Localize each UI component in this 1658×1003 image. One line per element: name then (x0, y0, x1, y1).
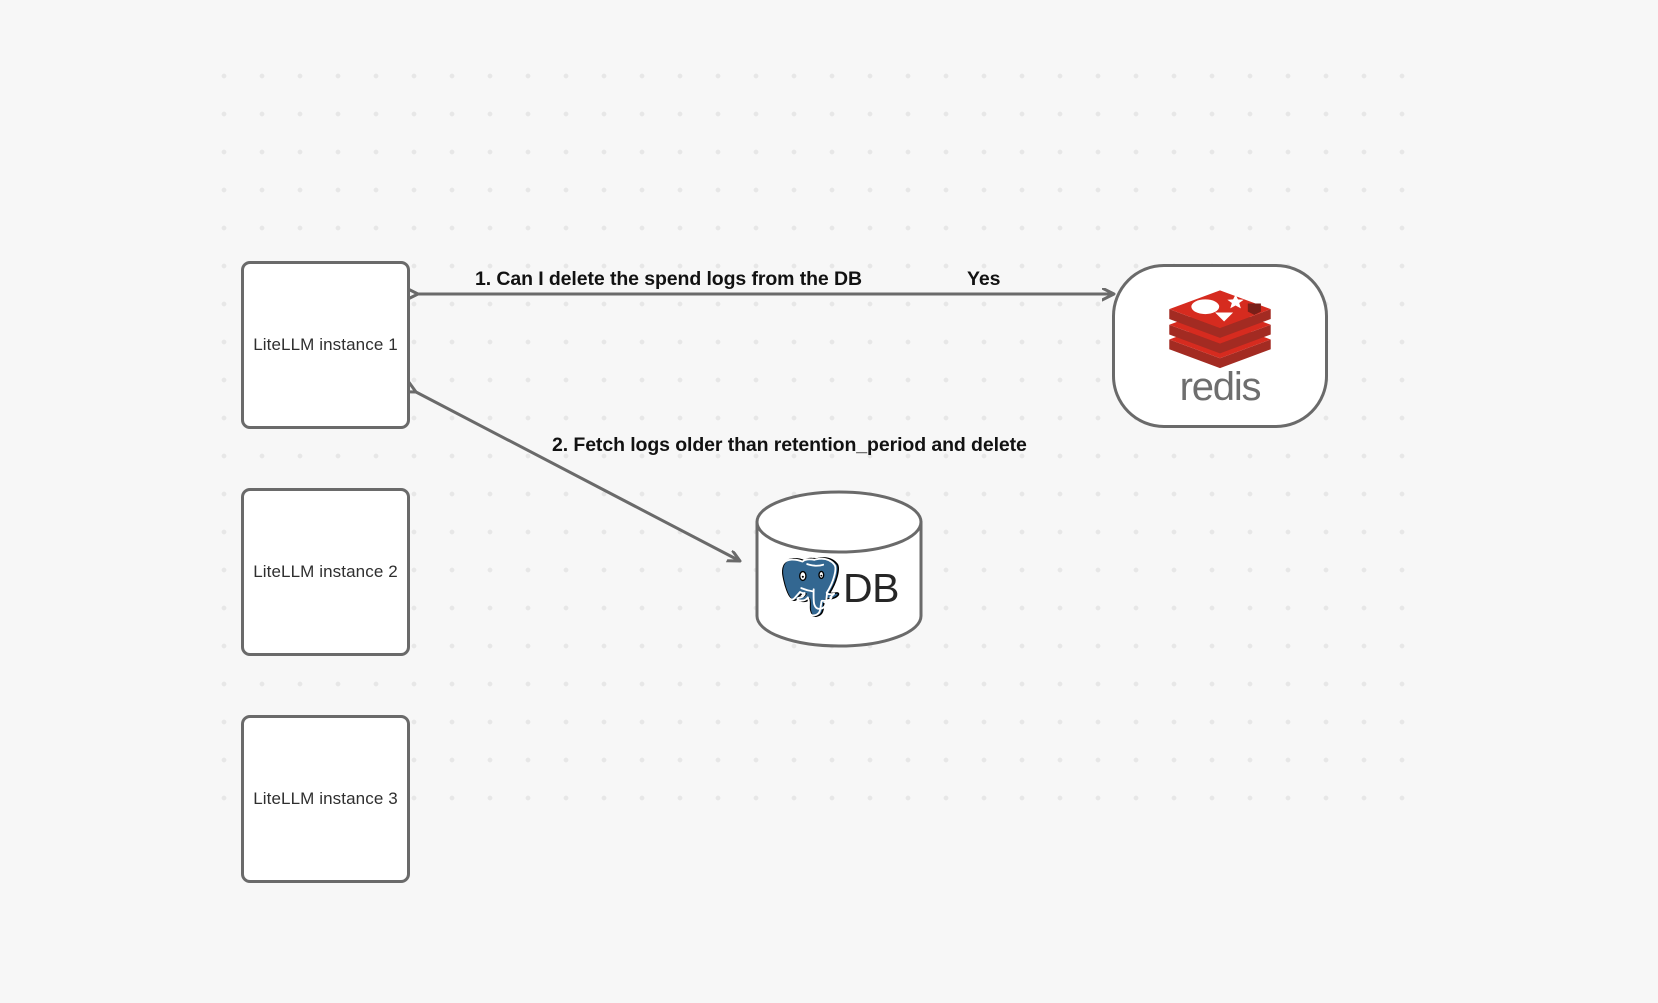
edge-label-1: 1. Can I delete the spend logs from the … (475, 268, 862, 290)
node-litellm-instance-3[interactable]: LiteLLM instance 3 (241, 715, 410, 883)
redis-logo-icon (1169, 290, 1271, 369)
cylinder-shape (755, 490, 923, 648)
redis-wordmark: redis (1179, 365, 1262, 409)
node-redis[interactable]: redis (1112, 264, 1328, 428)
node-database[interactable]: DB (754, 489, 924, 649)
postgresql-elephant-icon (780, 557, 840, 617)
node-litellm-instance-2[interactable]: LiteLLM instance 2 (241, 488, 410, 656)
node-label: LiteLLM instance 1 (253, 335, 398, 354)
edge-litellm1-to-db (416, 392, 740, 561)
database-logo-row: DB (754, 489, 924, 649)
node-litellm-instance-1[interactable]: LiteLLM instance 1 (241, 261, 410, 429)
database-label: DB (843, 564, 899, 611)
edge-label-1-reply: Yes (967, 268, 1001, 290)
edge-label-2: 2. Fetch logs older than retention_perio… (552, 434, 1027, 456)
node-label: LiteLLM instance 2 (253, 562, 398, 581)
node-label: LiteLLM instance 3 (253, 789, 398, 808)
